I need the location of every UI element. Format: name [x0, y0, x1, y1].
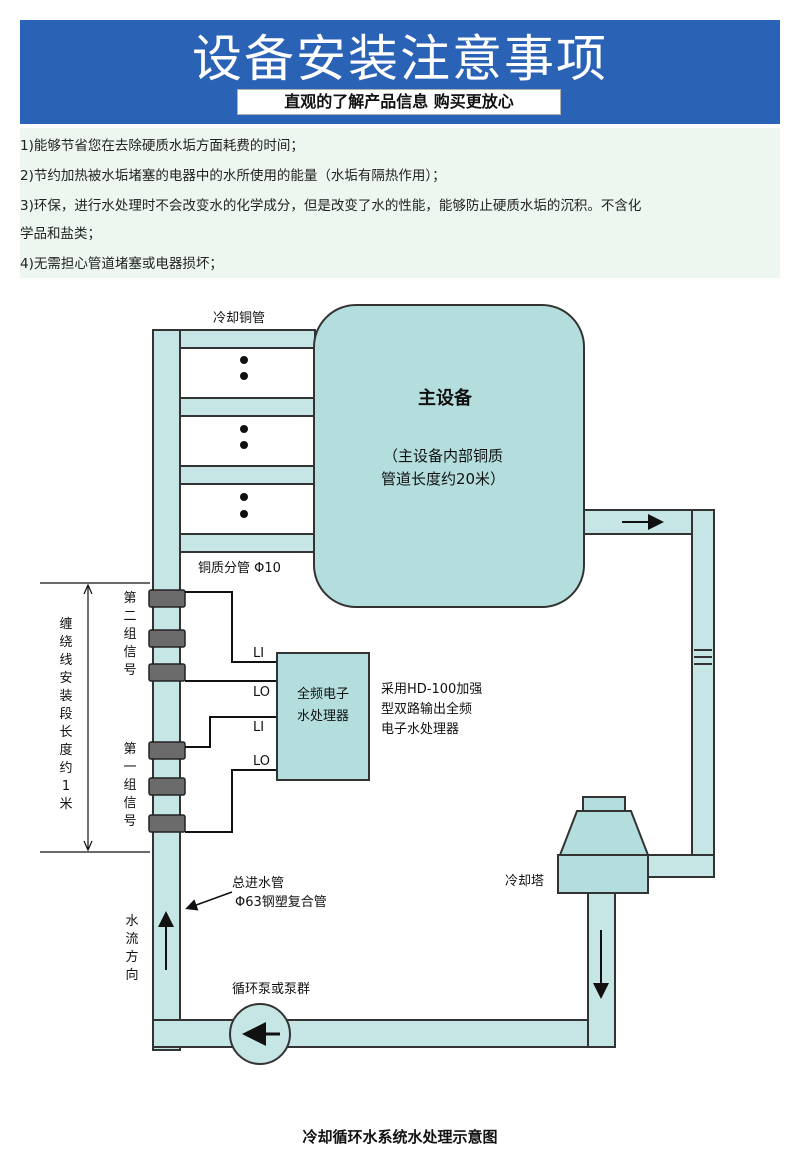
cooling-tower-label: 冷却塔 — [505, 874, 544, 889]
main-inlet-label-2: Φ63钢塑复合管 — [235, 895, 327, 910]
port-li-2: LI — [253, 720, 264, 735]
group-1-label: 第一组信号 — [123, 742, 136, 829]
signal-wires — [185, 591, 276, 833]
page-title: 设备安装注意事项 — [192, 30, 608, 88]
main-inlet-label-1: 总进水管 — [232, 876, 284, 891]
coil-2a — [148, 589, 186, 608]
copper-cooling-pipe-label: 冷却铜管 — [213, 311, 265, 326]
main-equipment — [313, 304, 585, 608]
coil-1a — [148, 741, 186, 760]
port-lo-1: LO — [253, 685, 270, 700]
coil-2c — [148, 663, 186, 682]
main-equipment-note-1: （主设备内部铜质 — [383, 447, 503, 465]
water-processor — [276, 652, 370, 781]
copper-branch-pipe-4 — [179, 533, 316, 553]
coil-2b — [148, 629, 186, 648]
copper-branch-label: 铜质分管 Φ10 — [198, 561, 281, 576]
port-li-1: LI — [253, 646, 264, 661]
diagram-caption: 冷却循环水系统水处理示意图 — [302, 1128, 498, 1146]
processor-note-3: 电子水处理器 — [381, 722, 459, 737]
group-2-label: 第二组信号 — [123, 591, 136, 678]
tower-inlet-pipe — [644, 854, 715, 878]
signal-coils — [148, 589, 186, 833]
processor-note-1: 采用HD-100加强 — [381, 682, 482, 697]
processor-label-1: 全频电子 — [297, 686, 349, 702]
cooling-tower-body — [558, 810, 650, 856]
ellipsis-dots — [240, 356, 248, 518]
bottom-return-pipe — [152, 1019, 589, 1048]
copper-branch-pipe-3 — [179, 465, 316, 485]
main-equipment-label: 主设备 — [418, 387, 473, 409]
note-3: 3)环保，进行水处理时不会改变水的化学成分，但是改变了水的性能，能够防止硬质水垢… — [20, 198, 642, 214]
coil-1b — [148, 777, 186, 796]
cooling-tower-top — [582, 796, 626, 812]
water-system-diagram: 主设备 （主设备内部铜质 管道长度约20米） 冷却铜管 铜质分管 Φ10 冷却塔… — [40, 304, 715, 1065]
note-4: 4)无需担心管道堵塞或电器损坏； — [20, 256, 223, 272]
coil-1c — [148, 814, 186, 833]
note-1: 1)能够节省您在去除硬质水垢方面耗费的时间； — [20, 138, 304, 154]
cooling-tower-base — [557, 854, 649, 894]
copper-branch-pipe-2 — [179, 397, 316, 417]
inlet-pointer-arrow — [185, 891, 233, 911]
outlet-pipe-vertical — [691, 509, 715, 861]
water-flow-direction-label: 水流方向 — [125, 914, 138, 983]
main-equipment-note-2: 管道长度约20米） — [381, 470, 505, 488]
winding-dimension — [40, 582, 150, 853]
pump-label: 循环泵或泵群 — [232, 982, 310, 997]
processor-label-2: 水处理器 — [297, 709, 349, 724]
notes-panel: 1)能够节省您在去除硬质水垢方面耗费的时间； 2)节约加热被水垢堵塞的电器中的水… — [20, 128, 780, 278]
port-lo-2: LO — [253, 754, 270, 769]
page-subtitle: 直观的了解产品信息 购买更放心 — [237, 89, 561, 115]
note-3-continued: 学品和盐类； — [20, 226, 101, 242]
copper-branch-pipe-1 — [179, 329, 316, 349]
processor-note-2: 型双路输出全频 — [381, 701, 472, 717]
note-2: 2)节约加热被水垢堵塞的电器中的水所使用的能量（水垢有隔热作用）； — [20, 168, 446, 184]
